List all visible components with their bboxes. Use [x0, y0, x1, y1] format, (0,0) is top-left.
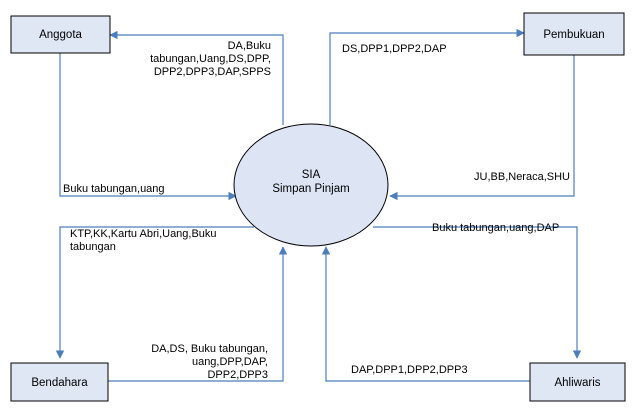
entity-pembukuan-label: Pembukuan: [543, 29, 604, 41]
flow-label-line: Buku tabungan,uang: [63, 183, 165, 195]
entity-ahliwaris: Ahliwaris: [529, 362, 626, 402]
flow-label-line: DA,DS, Buku tabungan,: [151, 343, 268, 355]
label-sia-to-ahliwaris: Buku tabungan,uang,DAP: [432, 222, 559, 234]
entity-bendahara-label: Bendahara: [31, 377, 88, 389]
flow-label-line: tabungan,Uang,DS,DPP,: [150, 53, 271, 65]
entity-anggota-label: Anggota: [39, 29, 82, 41]
flow-sia-to-bendahara: [55, 226, 254, 359]
entity-bendahara: Bendahara: [10, 362, 109, 402]
flow-label-line: Buku tabungan,uang,DAP: [432, 222, 559, 234]
label-pembukuan-to-sia: JU,BB,Neraca,SHU: [474, 171, 570, 183]
label-bendahara-to-sia: DA,DS, Buku tabungan, uang,DPP,DAP, DPP2…: [151, 343, 268, 381]
flow-sia-to-anggota: [109, 30, 284, 125]
flow-label-line: JU,BB,Neraca,SHU: [474, 171, 570, 183]
label-sia-to-bendahara: KTP,KK,Kartu Abri,Uang,Buku tabungan: [70, 228, 217, 253]
entity-anggota: Anggota: [10, 15, 111, 54]
label-anggota-to-sia: Buku tabungan,uang: [63, 183, 165, 195]
flow-sia-to-pembukuan: [329, 28, 525, 125]
process-title: SIA: [302, 169, 321, 181]
flow-label-line: KTP,KK,Kartu Abri,Uang,Buku: [70, 228, 217, 240]
entity-pembukuan: Pembukuan: [523, 12, 625, 56]
label-ahliwaris-to-sia: DAP,DPP1,DPP2,DPP3: [351, 364, 468, 376]
entity-ahliwaris-label: Ahliwaris: [554, 377, 600, 389]
flow-ahliwaris-to-sia: [321, 246, 530, 382]
flow-label-line: DS,DPP1,DPP2,DAP: [342, 43, 447, 55]
label-sia-to-pembukuan: DS,DPP1,DPP2,DAP: [342, 43, 447, 55]
process-sia-simpan-pinjam: SIA Simpan Pinjam: [233, 123, 389, 247]
flow-label-line: DAP,DPP1,DPP2,DPP3: [351, 364, 468, 376]
process-subtitle: Simpan Pinjam: [272, 183, 349, 195]
flow-bendahara-to-sia: [108, 246, 288, 382]
flow-anggota-to-sia: [59, 53, 237, 201]
flow-label-line: DPP2,DPP3: [207, 369, 268, 381]
flow-label-line: tabungan: [70, 241, 116, 253]
flow-label-line: DPP2,DPP3,DAP,SPPS: [154, 66, 271, 78]
flow-sia-to-ahliwaris: [373, 226, 582, 359]
flow-label-line: DA,Buku: [228, 40, 271, 52]
label-sia-to-anggota: DA,Buku tabungan,Uang,DS,DPP, DPP2,DPP3,…: [150, 40, 271, 78]
flow-pembukuan-to-sia: [389, 55, 575, 201]
flow-label-line: uang,DPP,DAP,: [192, 356, 268, 368]
